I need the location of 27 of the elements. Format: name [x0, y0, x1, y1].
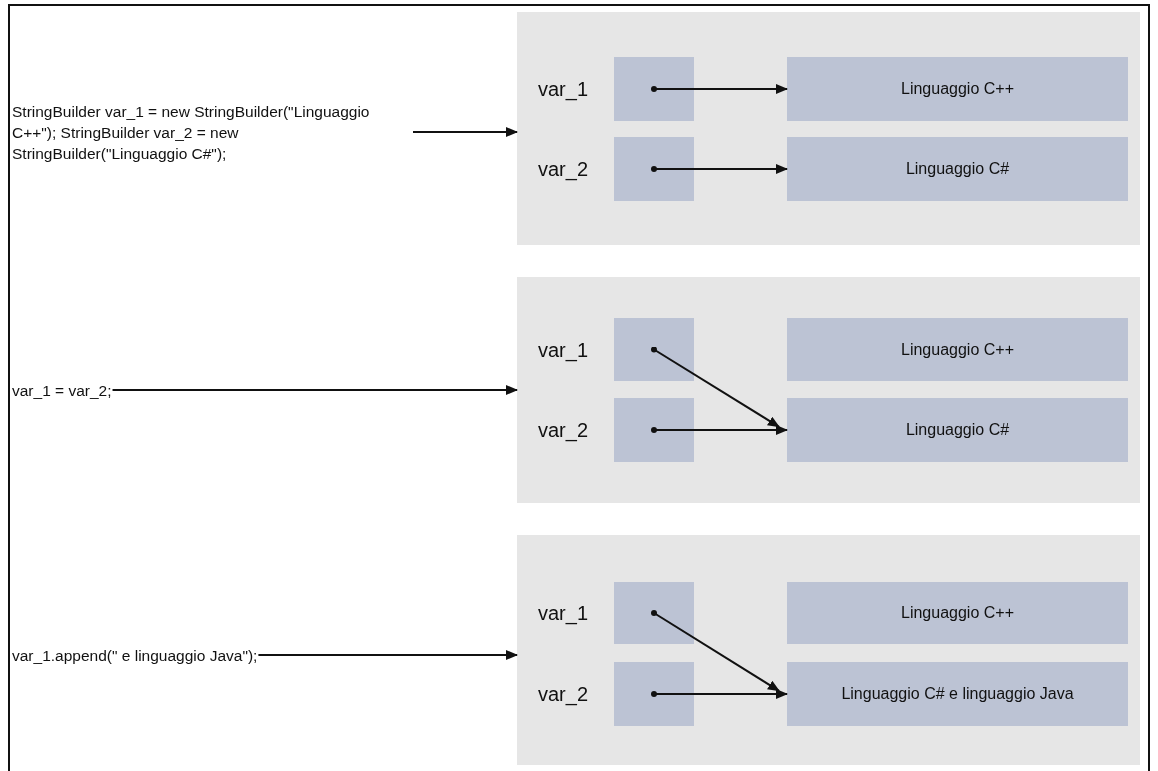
- diagram-panel: [517, 12, 1140, 245]
- variable-name: var_1: [537, 77, 588, 101]
- object-box: Linguaggio C#: [787, 137, 1128, 201]
- arrow: [111, 385, 518, 395]
- arrow: [651, 689, 788, 699]
- arrow: [651, 425, 788, 435]
- variable-name: var_1: [537, 338, 588, 361]
- object-box: Linguaggio C# e linguaggio Java: [787, 662, 1128, 726]
- code-statement: var_1 = var_2;: [12, 379, 112, 401]
- arrow: [257, 650, 518, 660]
- arrow: [651, 610, 780, 692]
- variable-name: var_1: [537, 601, 588, 625]
- diagram-panel: [517, 535, 1140, 765]
- code-statement: StringBuilder var_1 = new StringBuilder("Linguaggio C++"); StringBuilder var_2 = new StringBuilder("Linguaggio C#");: [12, 100, 412, 164]
- code-statement: var_1.append(" e linguaggio Java");: [12, 644, 258, 666]
- arrow: [651, 164, 788, 174]
- object-box: Linguaggio C++: [787, 582, 1128, 644]
- variable-name: var_2: [537, 418, 588, 442]
- variable-name: var_2: [537, 682, 588, 706]
- arrow: [412, 127, 518, 137]
- diagram-panel: [517, 277, 1140, 503]
- object-box: Linguaggio C#: [787, 398, 1128, 462]
- object-box: Linguaggio C++: [787, 57, 1128, 121]
- variable-name: var_2: [537, 157, 588, 181]
- object-box: Linguaggio C++: [787, 318, 1128, 381]
- arrow: [651, 84, 788, 94]
- arrow: [651, 346, 780, 428]
